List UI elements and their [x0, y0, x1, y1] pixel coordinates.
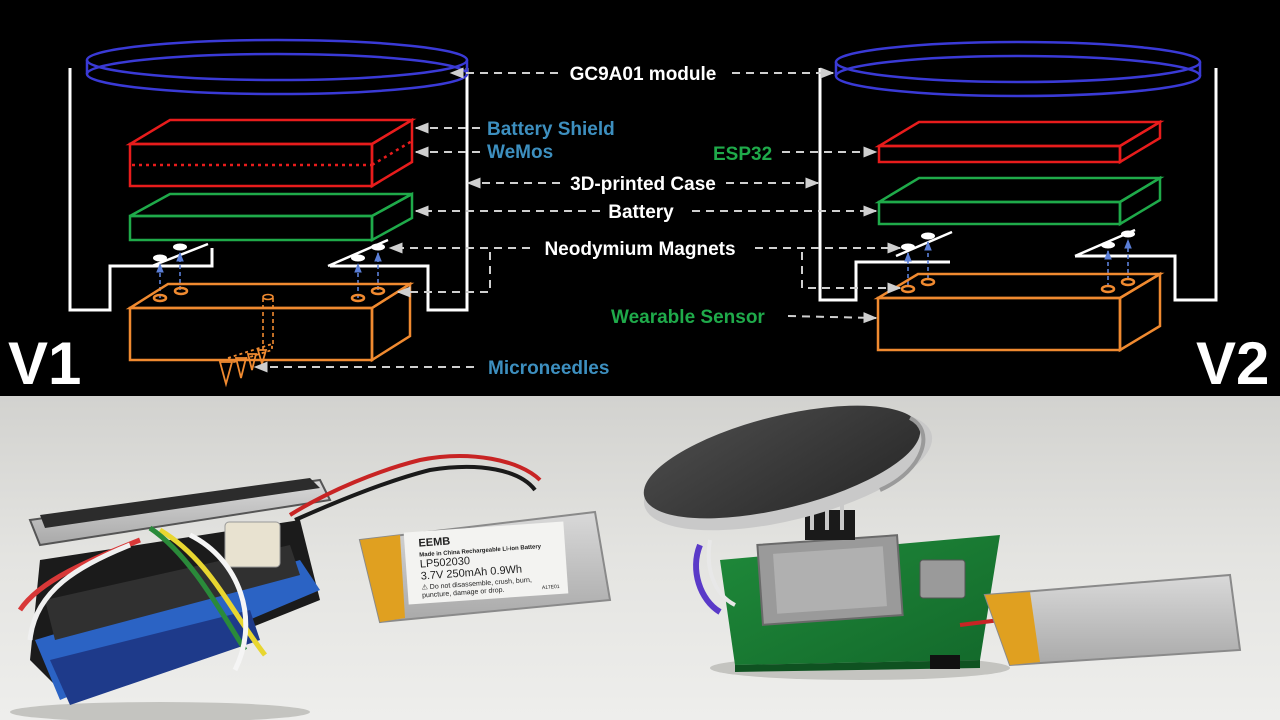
v1-case-outline: [68, 68, 469, 312]
leader-arrows: [253, 67, 902, 373]
version-label-v1: V1: [8, 330, 81, 397]
v2-assembly: [818, 40, 1218, 353]
label-battery: Battery: [608, 202, 674, 223]
label-3d-printed-case: 3D-printed Case: [570, 174, 716, 195]
version-label-v2: V2: [1196, 330, 1269, 397]
label-neodymium-magnets: Neodymium Magnets: [544, 239, 735, 260]
v1-battery-shield-wemos: [125, 117, 417, 189]
v1-battery: [128, 191, 414, 243]
battery-model: LP502030: [420, 555, 471, 570]
v2-photo-display: [643, 405, 933, 531]
label-wearable-sensor: Wearable Sensor: [611, 307, 765, 328]
v1-photo-device: EEMB Made in China Rechargeable Li-ion B…: [10, 454, 612, 720]
battery-brand: EEMB: [418, 535, 451, 549]
v2-case-outline: [818, 68, 1218, 302]
v2-photo-battery: [959, 573, 1242, 667]
v1-magnet-arrows: [156, 252, 382, 298]
label-microneedles: Microneedles: [488, 358, 609, 379]
v2-photo-device: [643, 405, 1242, 680]
v2-magnets: [901, 230, 1135, 251]
v1-photo-battery: EEMB Made in China Rechargeable Li-ion B…: [358, 510, 612, 624]
battery-code: A17E01: [542, 584, 560, 591]
v2-battery: [874, 175, 1165, 227]
label-battery-shield: Battery Shield: [487, 119, 615, 140]
v2-magnet-arrows: [904, 239, 1132, 287]
v2-display-module: [834, 40, 1202, 98]
v1-magnets: [153, 243, 385, 262]
diagram-background: [0, 0, 1280, 396]
diagram-labels: GC9A01 module Battery Shield WeMos ESP32…: [8, 64, 1269, 397]
label-gc9a01-module: GC9A01 module: [570, 64, 717, 85]
v2-wearable-sensor: [873, 271, 1165, 353]
label-wemos: WeMos: [487, 142, 553, 163]
label-esp32: ESP32: [713, 144, 772, 165]
v2-esp32-board: [874, 119, 1165, 165]
v1-assembly: [68, 38, 469, 388]
